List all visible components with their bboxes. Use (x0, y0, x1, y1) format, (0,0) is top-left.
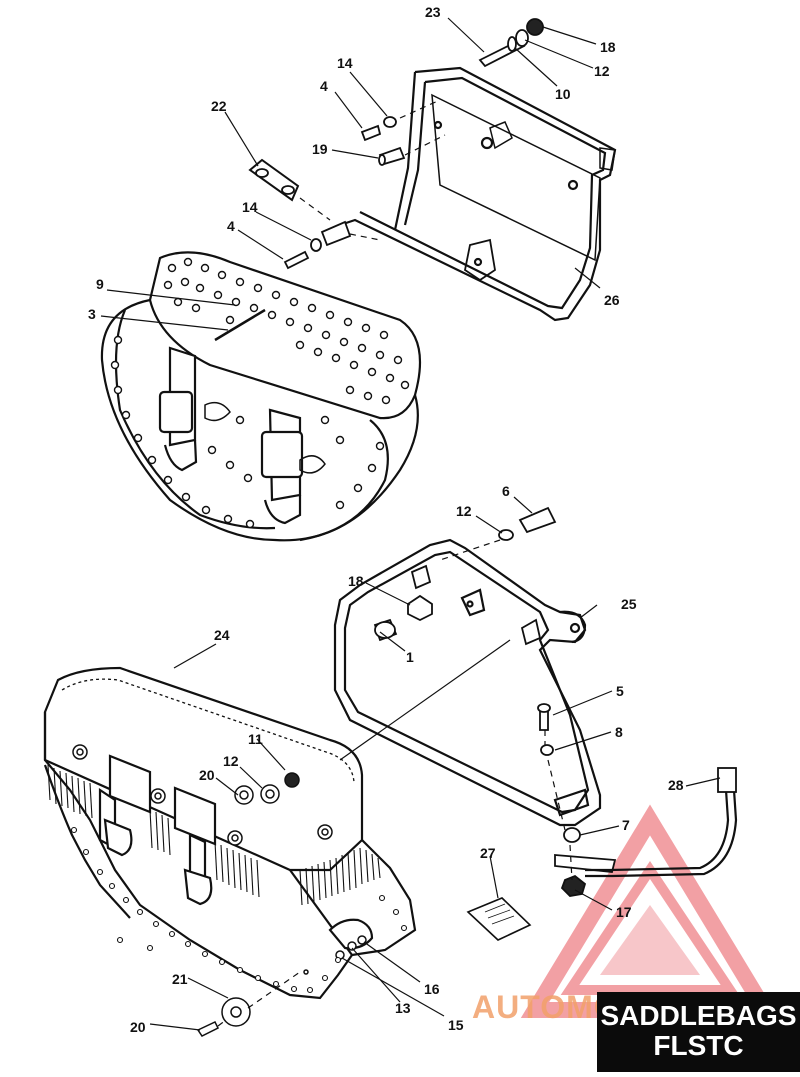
label-plate-27 (466, 897, 532, 941)
callout-17: 17 (616, 904, 632, 920)
callout-4-mid: 4 (227, 218, 235, 234)
leader-lines (100, 17, 721, 1031)
callout-20-low: 20 (199, 767, 215, 783)
callout-18-mid: 18 (348, 573, 364, 589)
washer-12-mid (498, 529, 514, 541)
lower-dash-lines-2 (217, 971, 301, 1027)
callout-labels: 23 18 12 10 14 4 22 19 14 4 9 3 26 6 12 … (88, 4, 684, 1035)
spacer-mid (320, 220, 352, 247)
nut-18-mid (407, 594, 433, 622)
callout-18-top: 18 (600, 39, 616, 55)
callout-21: 21 (172, 971, 188, 987)
callout-1: 1 (406, 649, 414, 665)
callout-28: 28 (668, 777, 684, 793)
lower-saddlebag-24 (43, 666, 417, 1000)
screw-20-lower (196, 1021, 220, 1037)
callout-27: 27 (480, 845, 496, 861)
callout-8: 8 (615, 724, 623, 740)
callout-19: 19 (312, 141, 328, 157)
spacer-7 (563, 827, 581, 843)
nut-18-top (526, 18, 544, 36)
bracket-28 (585, 767, 738, 878)
upper-bracket-26 (333, 66, 617, 322)
lower-bag-fringe (47, 764, 381, 906)
washer-10 (507, 36, 517, 52)
callout-24: 24 (214, 627, 230, 643)
lower-bag-rivets (70, 826, 408, 994)
callout-14-top: 14 (337, 55, 353, 71)
bolt-6 (518, 506, 557, 534)
callout-13: 13 (395, 1000, 411, 1016)
bolt-4-mid (283, 250, 310, 270)
plate-17 (554, 854, 617, 873)
diagram-title-box: SADDLEBAGS FLSTC (597, 992, 800, 1072)
upper-dash-lines (299, 99, 446, 241)
callout-16: 16 (424, 981, 440, 997)
washer-14-mid (310, 238, 322, 252)
title-line-1: SADDLEBAGS (600, 1000, 797, 1031)
stud-bracket-b (520, 618, 542, 646)
callout-14-mid: 14 (242, 199, 258, 215)
callout-7: 7 (622, 817, 630, 833)
callout-12-mid: 12 (456, 503, 472, 519)
callout-25: 25 (621, 596, 637, 612)
callout-10: 10 (555, 86, 571, 102)
washer-8 (540, 744, 554, 756)
callout-9: 9 (96, 276, 104, 292)
mount-line (339, 639, 511, 761)
callout-15: 15 (448, 1017, 464, 1033)
callout-12-top: 12 (594, 63, 610, 79)
washer-14-top (383, 116, 397, 128)
stud-bracket-a (410, 564, 432, 590)
callout-26: 26 (604, 292, 620, 308)
lower-bracket-25 (333, 538, 602, 827)
upper-bag-studs (110, 257, 410, 529)
washer-12-top (515, 29, 529, 47)
watermark-triangle-core (600, 905, 700, 975)
callout-11: 11 (248, 731, 263, 747)
bolt-4-top (360, 124, 382, 142)
lower-dash-lines (439, 539, 573, 881)
callout-22: 22 (211, 98, 227, 114)
callout-12-low: 12 (223, 753, 239, 769)
callout-20-bottom: 20 (130, 1019, 146, 1035)
upper-hardware (248, 18, 544, 270)
callout-5: 5 (616, 683, 624, 699)
lower-bag-conchos (72, 744, 367, 1037)
lower-bracket-hardware (373, 506, 617, 897)
callout-4-top: 4 (320, 78, 328, 94)
title-line-2: FLSTC (653, 1030, 744, 1061)
callout-23: 23 (425, 4, 441, 20)
callout-3: 3 (88, 306, 96, 322)
watermark-triangle-inner (560, 860, 740, 995)
callout-6: 6 (502, 483, 510, 499)
